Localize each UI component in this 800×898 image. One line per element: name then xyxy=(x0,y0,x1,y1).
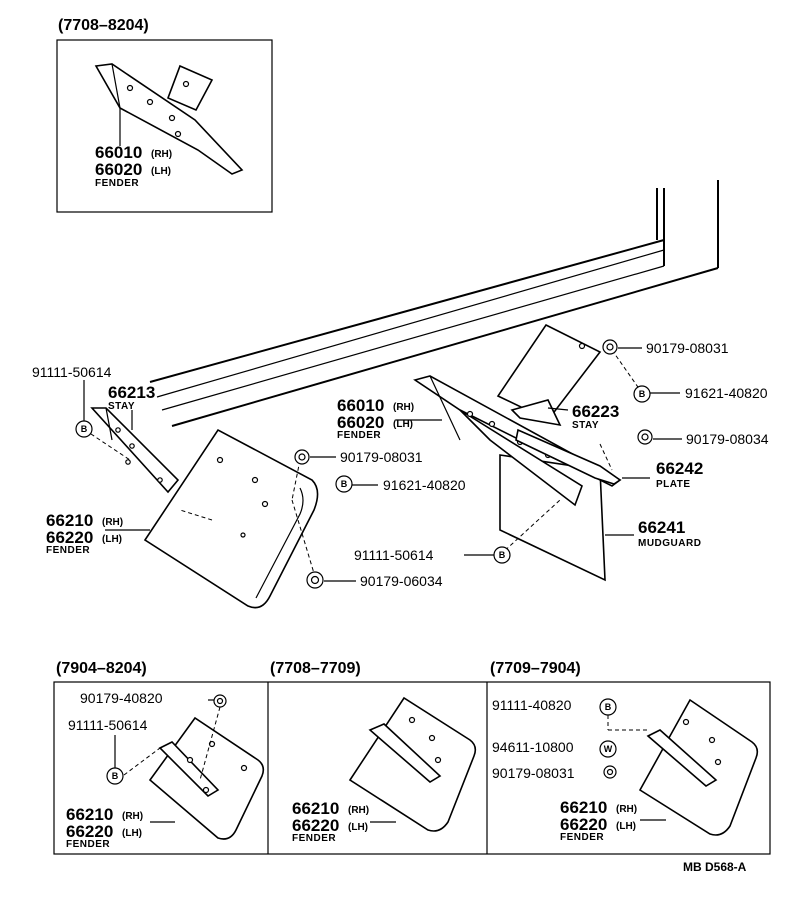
label-nut-center: 90179-08031 xyxy=(340,449,423,465)
vehicle-body-outline xyxy=(149,180,719,427)
svg-text:B: B xyxy=(112,771,119,781)
reference-code: MB D568-A xyxy=(683,860,747,874)
label-stay-right-num: 66223 xyxy=(572,402,619,421)
plate-drawing xyxy=(515,428,622,485)
nut-icon xyxy=(213,694,227,708)
label-fender-right-rh: (RH) xyxy=(393,402,414,413)
stay-left-drawing xyxy=(90,407,180,494)
inset-right-name: FENDER xyxy=(560,832,604,843)
inset-right-num-lh: 66220 xyxy=(560,815,607,834)
nut-icon xyxy=(603,765,617,779)
svg-text:B: B xyxy=(341,479,348,489)
label-fender-right-lh: (LH) xyxy=(393,419,413,430)
label-mudguard-name: MUDGUARD xyxy=(638,538,701,549)
inset-left-num-rh: 66210 xyxy=(66,805,113,824)
bolt-symbol: B xyxy=(599,698,617,716)
inset-top-num-rh: 66010 xyxy=(95,143,142,162)
inset-left-lh: (LH) xyxy=(122,828,142,839)
label-plate-num: 66242 xyxy=(656,459,703,478)
label-left-bolt: 91111-50614 xyxy=(32,364,112,380)
inset-middle-name: FENDER xyxy=(292,833,336,844)
inset-middle-num-lh: 66220 xyxy=(292,816,339,835)
inset-right-period: (7709–7904) xyxy=(490,660,581,677)
inset-left-bolt: 91111-50614 xyxy=(68,717,148,733)
inset-right-num-rh: 66210 xyxy=(560,798,607,817)
bolt-symbol: B xyxy=(493,546,511,564)
label-stay-left-num: 66213 xyxy=(108,383,155,402)
nut-icon xyxy=(294,449,310,465)
nut-icon xyxy=(637,429,653,445)
label-mudguard-num: 66241 xyxy=(638,518,685,537)
inset-top-rh: (RH) xyxy=(151,149,172,160)
label-plate-name: PLATE xyxy=(656,479,691,490)
inset-middle: 66210 (RH) 66220 (LH) FENDER xyxy=(292,696,477,844)
inset-right-washer: 94611-10800 xyxy=(492,739,574,755)
bolt-symbol: B xyxy=(633,385,651,403)
inset-left-nut: 90179-40820 xyxy=(80,690,163,706)
leader-lines xyxy=(83,347,682,582)
fastener-symbols: B B B B xyxy=(75,339,653,589)
label-nut-right: 90179-08034 xyxy=(686,431,769,447)
label-stay-left-name: STAY xyxy=(108,401,135,412)
label-fender-left-name: FENDER xyxy=(46,545,90,556)
label-nut-bottom: 90179-06034 xyxy=(360,573,443,589)
inset-top: (7708–8204) 66010 (RH) 66020 (LH) FENDER xyxy=(56,17,273,213)
label-bolt-top-right: 91621-40820 xyxy=(685,385,768,401)
label-stay-right-name: STAY xyxy=(572,420,599,431)
inset-right: 91111-40820 B 94611-10800 W 90179-08031 … xyxy=(492,697,759,843)
label-fender-left-num-lh: 66220 xyxy=(46,528,93,547)
inset-right-lh: (LH) xyxy=(616,821,636,832)
inset-top-num-lh: 66020 xyxy=(95,160,142,179)
inset-left: 90179-40820 91111-50614 B 66210 (RH) 662… xyxy=(66,690,265,850)
svg-text:B: B xyxy=(81,424,88,434)
inset-top-name: FENDER xyxy=(95,178,139,189)
inset-left-num-lh: 66220 xyxy=(66,822,113,841)
label-fender-right-num-rh: 66010 xyxy=(337,396,384,415)
label-nut-top-right: 90179-08031 xyxy=(646,340,729,356)
bolt-symbol: B xyxy=(335,475,353,493)
inset-left-period: (7904–8204) xyxy=(56,660,147,677)
inset-middle-lh: (LH) xyxy=(348,822,368,833)
inset-top-fender-drawing xyxy=(94,63,244,175)
svg-text:W: W xyxy=(604,744,613,754)
bolt-symbol: B xyxy=(75,420,93,438)
label-bolt-center: 91621-40820 xyxy=(383,477,466,493)
label-mudguard-bolt: 91111-50614 xyxy=(354,547,434,563)
inset-top-period: (7708–8204) xyxy=(58,17,149,34)
inset-middle-num-rh: 66210 xyxy=(292,799,339,818)
inset-right-bolt: 91111-40820 xyxy=(492,697,572,713)
inset-right-nut: 90179-08031 xyxy=(492,765,575,781)
svg-text:B: B xyxy=(605,702,612,712)
label-fender-left-lh: (LH) xyxy=(102,534,122,545)
inset-top-frame xyxy=(56,39,273,213)
inset-left-name: FENDER xyxy=(66,839,110,850)
svg-text:B: B xyxy=(499,550,506,560)
label-fender-left-rh: (RH) xyxy=(102,517,123,528)
svg-text:B: B xyxy=(639,389,646,399)
dashed-leaders xyxy=(84,349,641,581)
fender-left-drawing xyxy=(143,428,319,609)
inset-top-lh: (LH) xyxy=(151,166,171,177)
inset-right-rh: (RH) xyxy=(616,804,637,815)
label-fender-left-num-rh: 66210 xyxy=(46,511,93,530)
inset-middle-rh: (RH) xyxy=(348,805,369,816)
label-fender-right-name: FENDER xyxy=(337,430,381,441)
label-fender-right-num-lh: 66020 xyxy=(337,413,384,432)
nut-icon xyxy=(602,339,618,355)
inset-left-rh: (RH) xyxy=(122,811,143,822)
stay-right-drawing xyxy=(496,323,602,427)
washer-symbol: W xyxy=(599,740,617,758)
bolt-symbol: B xyxy=(106,767,124,785)
nut-icon xyxy=(306,571,324,589)
inset-middle-period: (7708–7709) xyxy=(270,660,361,677)
insets-frame xyxy=(53,681,771,855)
